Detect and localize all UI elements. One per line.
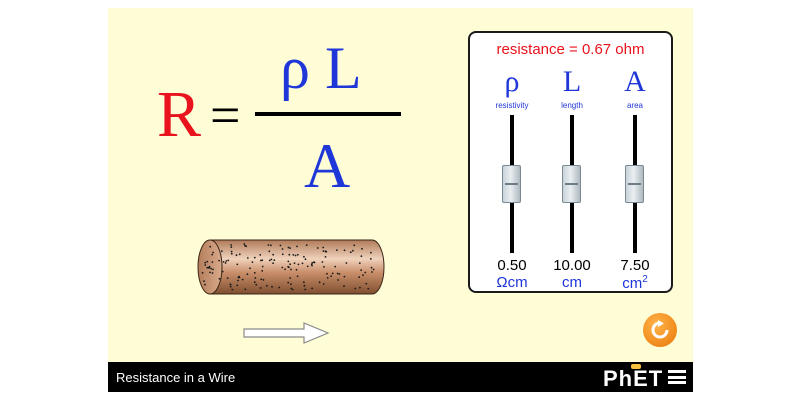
slider-label-resistivity: resistivity xyxy=(495,101,529,110)
slider-symbol-rho: ρ xyxy=(504,65,520,98)
unit-area-base: cm xyxy=(622,275,643,292)
reset-icon xyxy=(651,320,669,339)
slider-thumb-resistivity[interactable] xyxy=(502,165,521,203)
slider-thumb-area[interactable] xyxy=(625,165,644,203)
slider-label-length: length xyxy=(561,101,583,110)
control-panel: resistance = 0.67 ohm ρ resistivity 0.50… xyxy=(468,31,673,293)
slider-label-area: area xyxy=(626,101,643,110)
slider-value-area: 7.50 xyxy=(620,257,650,274)
phet-logo[interactable]: PhET xyxy=(603,364,664,392)
wire-cylinder xyxy=(197,239,385,295)
resistance-readout: resistance = 0.67 ohm xyxy=(496,41,645,58)
slider-thumb-length[interactable] xyxy=(562,165,581,203)
slider-value-resistivity: 0.50 xyxy=(497,257,527,274)
slider-unit-length: cm xyxy=(562,274,582,291)
sim-title[interactable]: Resistance in a Wire xyxy=(116,370,236,385)
slider-unit-area: cm2 xyxy=(605,274,665,292)
slider-symbol-L: L xyxy=(562,65,582,98)
navigation-bar: Resistance in a Wire PhET xyxy=(108,362,693,392)
hamburger-menu-icon[interactable] xyxy=(668,370,686,384)
slider-area: A area 7.50 cm2 xyxy=(605,65,665,293)
current-arrow-icon xyxy=(243,322,330,344)
slider-symbol-A: A xyxy=(624,65,646,98)
reset-button[interactable] xyxy=(643,313,677,347)
slider-value-length: 10.00 xyxy=(553,257,591,274)
unit-area-exponent: 2 xyxy=(642,274,648,285)
slider-unit-resistivity: Ωcm xyxy=(496,274,528,291)
slider-resistivity: ρ resistivity 0.50 Ωcm xyxy=(482,65,542,292)
phet-logo-text: PhET xyxy=(603,366,664,391)
slider-length: L length 10.00 cm xyxy=(542,65,602,292)
